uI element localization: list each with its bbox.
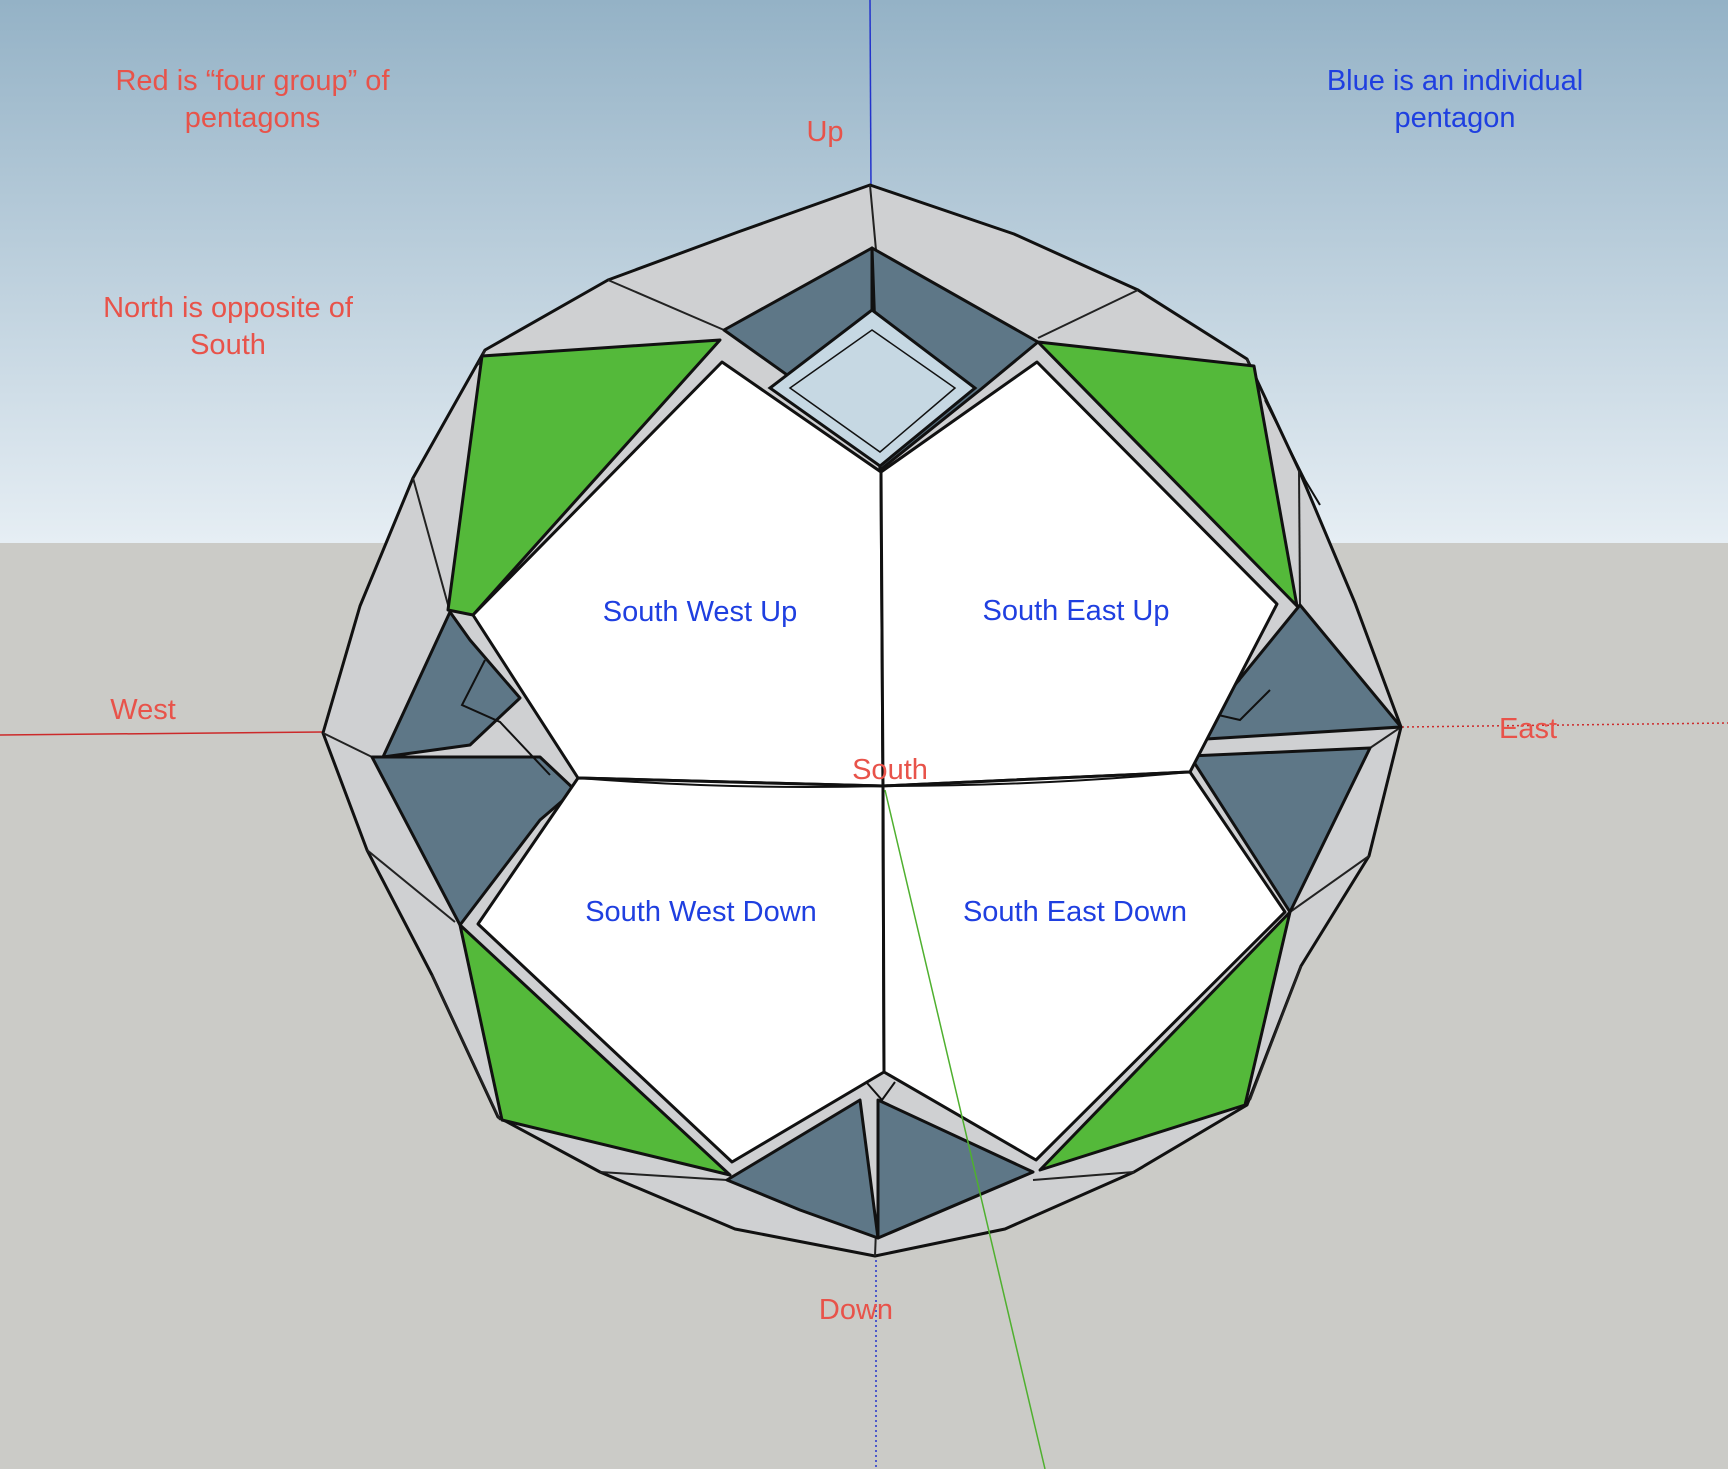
label-south-east-down: South East Down [962,896,1188,928]
top-window [767,308,978,468]
north-note-line2: South [190,329,266,361]
green-face-lower-left [458,923,732,1177]
direction-west: West [110,694,176,726]
green-face-upper-right [1036,340,1299,608]
legend-red-note: Red is “four group” of pentagons [80,63,425,137]
legend-blue-note: Blue is an individual pentagon [1280,63,1630,137]
facet-right-lower [1188,746,1372,914]
direction-down: Down [818,1294,894,1326]
top-window-inner [788,329,957,453]
label-south-west-down: South West Down [585,896,817,928]
direction-up: Up [806,116,844,148]
pentagon-south-west-down [476,776,886,1164]
north-note: North is opposite of South [78,290,378,364]
facet-left-lower [370,755,577,927]
facet-bottom-right [876,1098,1035,1240]
shell-facet-edges [322,184,1402,1257]
label-south-east-up: South East Up [982,595,1170,627]
facet-right-upper [1188,603,1403,742]
direction-east: East [1498,713,1558,745]
pentagon-seams [577,471,1191,1073]
green-face-lower-right [1038,910,1292,1172]
north-south-axis-line [884,789,1046,1469]
label-south-west-up: South West Up [602,596,798,628]
north-note-line1: North is opposite of [103,292,353,324]
legend-red-line2: pentagons [184,102,321,134]
legend-blue-line1: Blue is an individual [1326,65,1584,97]
slate-facets [370,246,1403,1240]
green-faces [446,338,1299,1177]
up-axis-line [869,0,872,191]
legend-blue-line2: pentagon [1394,102,1516,134]
legend-red-line1: Red is “four group” of [115,65,390,97]
direction-south: South [852,754,928,786]
west-axis-line [0,731,324,736]
facet-left-upper [381,610,522,759]
east-axis-line [1401,722,1728,728]
